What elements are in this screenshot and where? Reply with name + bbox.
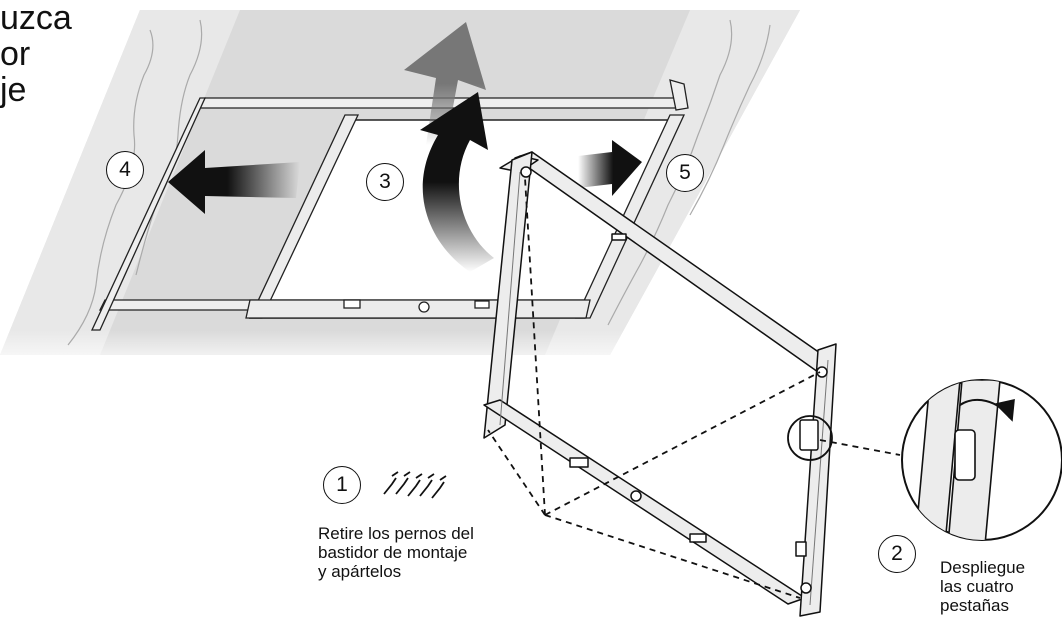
heading: uzca or je <box>0 0 72 108</box>
heading-line: or <box>0 35 31 73</box>
mounting-bracket <box>483 151 837 617</box>
bolt-icon <box>383 471 447 499</box>
step-number-5: 5 <box>666 154 704 192</box>
caption-line: Retire los pernos del <box>318 524 474 543</box>
arrow-right-icon <box>578 140 642 196</box>
arrow-left-icon <box>168 150 300 214</box>
step-number-3: 3 <box>366 163 404 201</box>
step-2-caption: Despliegue las cuatro pestañas <box>940 558 1025 615</box>
bolt-lines <box>487 177 901 599</box>
arrow-up-icon <box>404 22 486 145</box>
caption-line: las cuatro <box>940 577 1014 596</box>
heading-line: je <box>0 71 27 109</box>
caption-line: bastidor de montaje <box>318 543 468 562</box>
caption-line: Despliegue <box>940 558 1026 577</box>
curved-arrow-icon <box>420 92 494 272</box>
magnified-tab <box>787 379 1062 541</box>
caption-line: pestañas <box>940 596 1009 615</box>
caption-line: y apártelos <box>318 562 402 581</box>
step-number-2: 2 <box>878 535 916 573</box>
step-1-caption: Retire los pernos del bastidor de montaj… <box>318 524 474 581</box>
step-number-4: 4 <box>106 151 144 189</box>
step-number-1: 1 <box>323 466 361 504</box>
heading-line: uzca <box>0 0 72 37</box>
